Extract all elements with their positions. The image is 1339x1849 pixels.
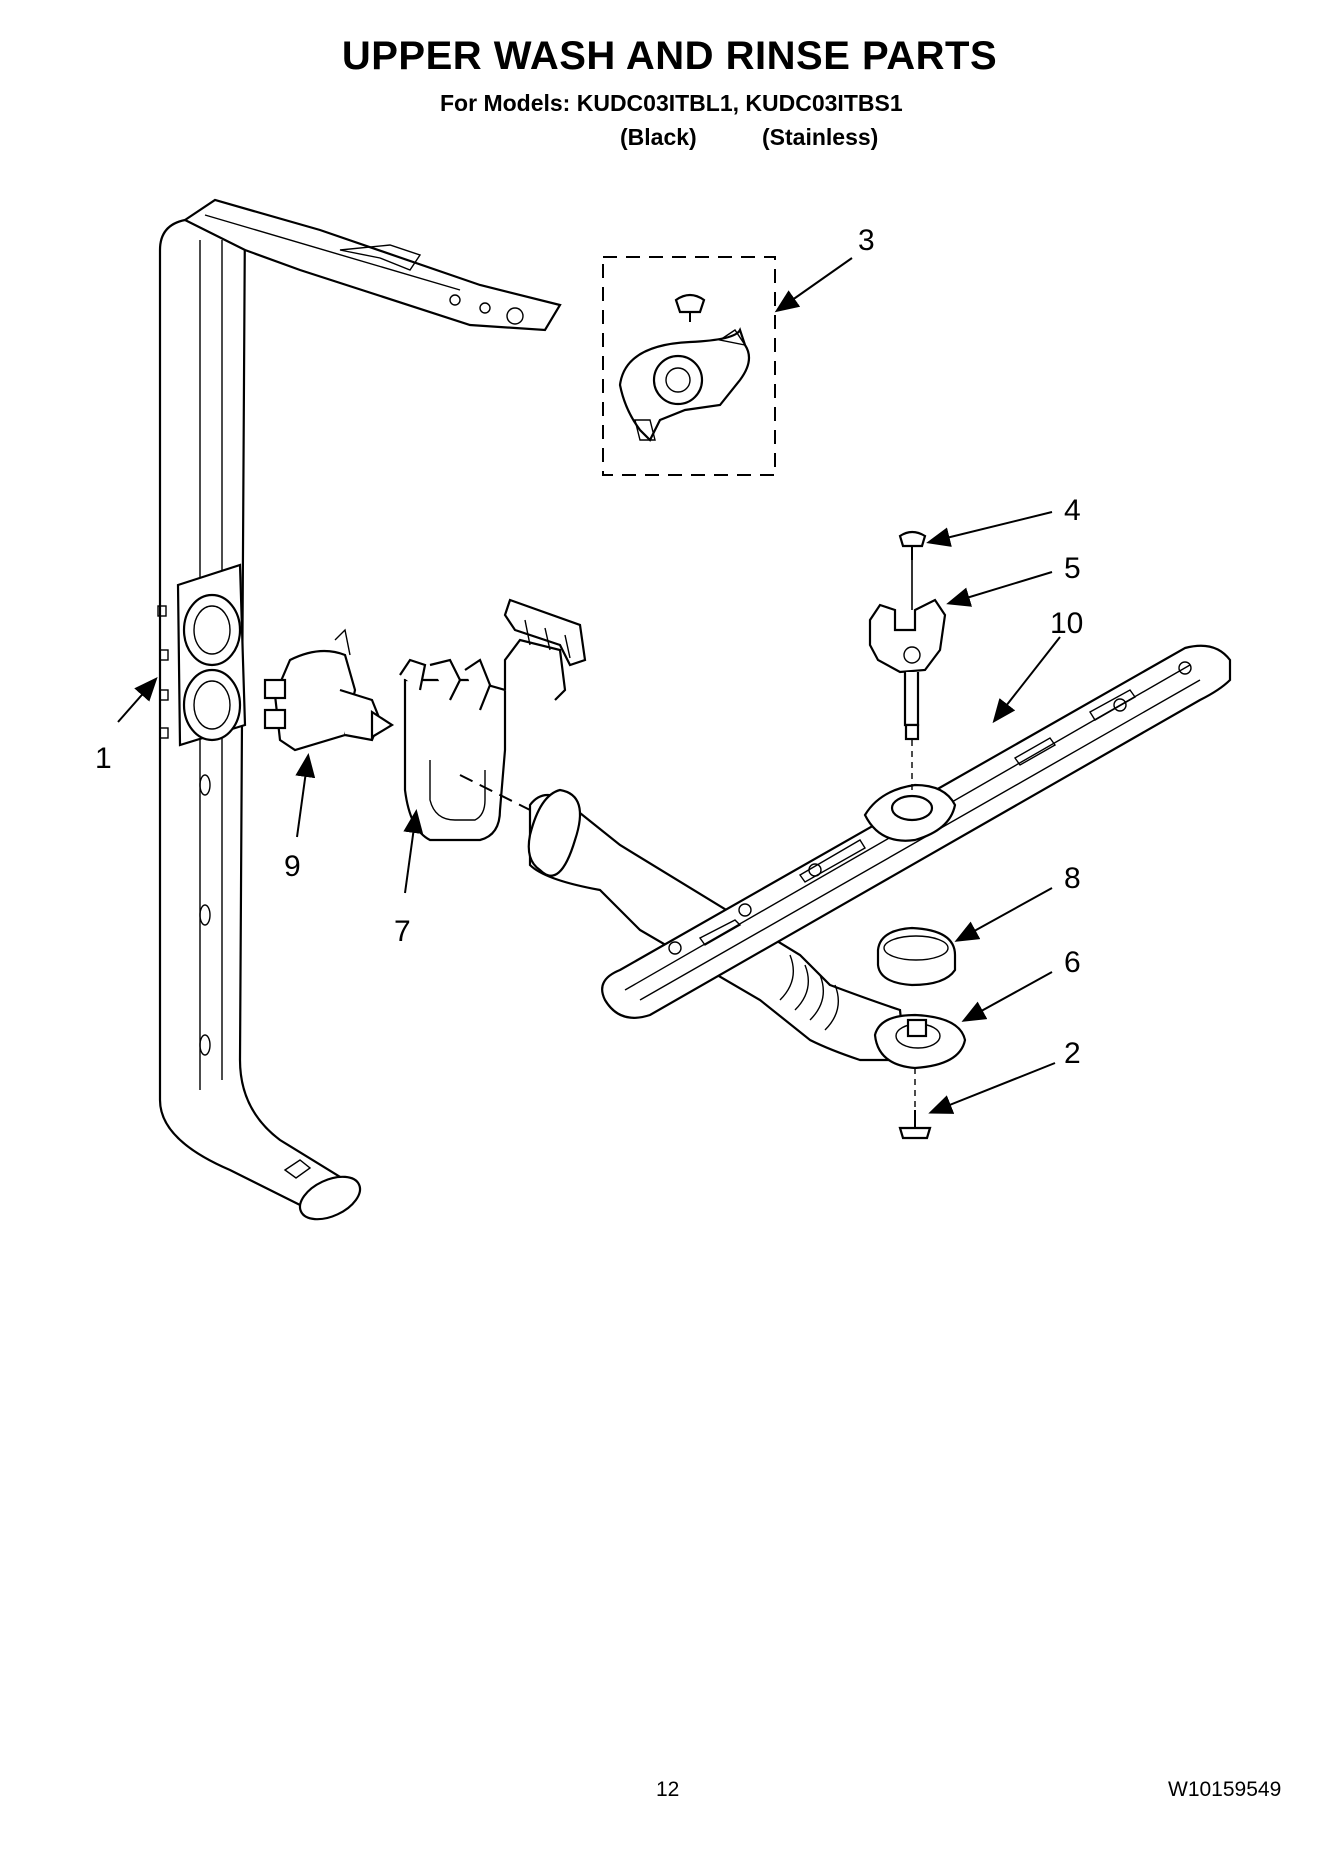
callout-1: 1: [95, 742, 112, 775]
finish-stainless-label: (Stainless): [762, 124, 879, 150]
part-4-screw: [898, 530, 927, 560]
part-1-supply-tube: [157, 198, 562, 1221]
callout-2: 2: [1064, 1037, 1081, 1070]
part-9-spray-nozzle: [263, 628, 395, 752]
part-5-bearing-clip: [868, 598, 947, 741]
callout-7: 7: [394, 915, 411, 948]
page-number: 12: [656, 1778, 680, 1801]
callout-4: 4: [1064, 494, 1081, 527]
leader-9: [295, 753, 316, 838]
part-2-screw: [898, 1110, 932, 1140]
diagram-title: UPPER WASH AND RINSE PARTS: [341, 34, 998, 78]
models-line: For Models: KUDC03ITBL1, KUDC03ITBS1: [440, 90, 903, 116]
leader-8: [954, 887, 1053, 942]
leader-7: [403, 809, 424, 894]
part-8-ring: [876, 926, 957, 987]
callout-9: 9: [284, 850, 301, 883]
leader-3: [774, 257, 853, 313]
leader-6: [961, 971, 1053, 1022]
callout-3: 3: [858, 224, 875, 257]
leader-10: [992, 636, 1061, 724]
leader-5: [946, 571, 1053, 607]
part-10-spray-arm: [601, 644, 1232, 1019]
document-number: W10159549: [1168, 1778, 1282, 1801]
finish-black-label: (Black): [620, 124, 697, 150]
part-6-hub-nut: [873, 1013, 967, 1070]
callout-10: 10: [1050, 607, 1083, 640]
part-7-bracket: [399, 598, 587, 842]
leader-1: [117, 676, 158, 723]
leader-2: [928, 1062, 1056, 1114]
callout-5: 5: [1064, 552, 1081, 585]
leader-4: [926, 511, 1053, 547]
callout-6: 6: [1064, 946, 1081, 979]
part-3-hub-detail: [602, 256, 776, 476]
callout-8: 8: [1064, 862, 1081, 895]
